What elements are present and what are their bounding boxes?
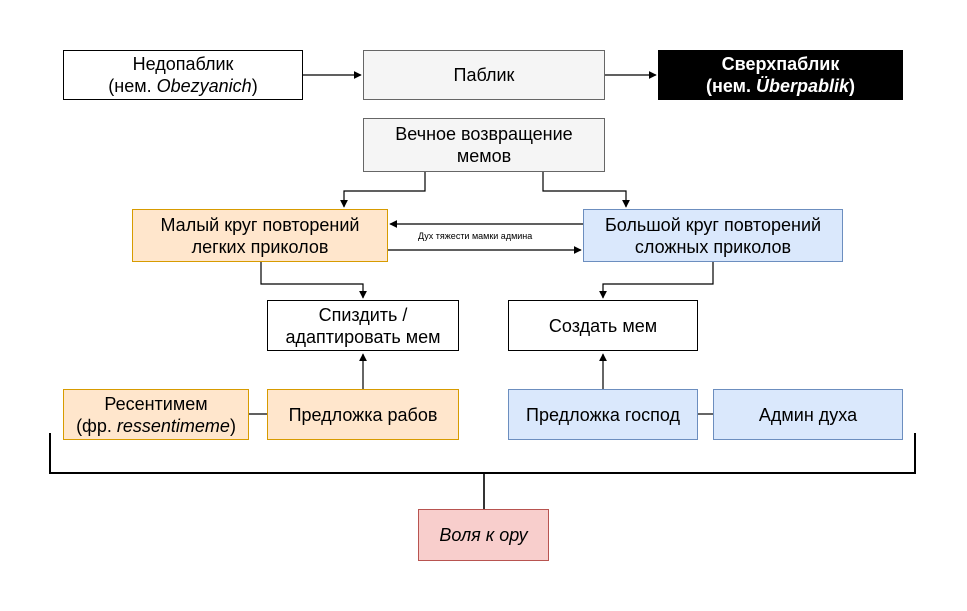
node-slaves-offer[interactable]: Предложка рабов <box>267 389 459 440</box>
edge-label-spirit-of-gravity: Дух тяжести мамки админа <box>416 231 535 241</box>
node-steal[interactable]: Спиздить / адаптировать мем <box>267 300 459 351</box>
edge-eternal-big <box>542 172 630 208</box>
node-eternal-return-line1: Вечное возвращение <box>395 124 573 144</box>
node-eternal-return-line2: мемов <box>456 146 512 166</box>
node-nedopablik-subtitle: (нем. Obezyanich) <box>108 76 258 96</box>
node-resentimem-title: Ресентимем <box>104 393 208 414</box>
node-sverhpablik-subtitle: (нем. Überpablik) <box>706 76 855 96</box>
node-steal-line2: адаптировать мем <box>285 326 441 347</box>
bracket <box>49 433 916 474</box>
node-create-label: Создать мем <box>548 315 658 336</box>
node-big-circle[interactable]: Большой круг повторений сложных приколов <box>583 209 843 262</box>
node-big-circle-line1: Большой круг повторений <box>604 214 822 235</box>
node-masters-offer[interactable]: Предложка господ <box>508 389 698 440</box>
node-small-circle-line2: легких приколов <box>191 236 329 257</box>
node-small-circle[interactable]: Малый круг повторений легких приколов <box>132 209 388 262</box>
node-will-to-laugh-label: Воля к ору <box>439 525 528 545</box>
node-resentimem[interactable]: Ресентимем (фр. ressentimeme) <box>63 389 249 440</box>
node-will-to-laugh[interactable]: Воля к ору <box>418 509 549 561</box>
node-nedopablik[interactable]: Недопаблик (нем. Obezyanich) <box>63 50 303 100</box>
edge-small-steal <box>260 262 367 299</box>
node-admin-spirit[interactable]: Админ духа <box>713 389 903 440</box>
node-big-circle-line2: сложных приколов <box>634 236 792 257</box>
node-resentimem-subtitle: (фр. ressentimeme) <box>76 415 236 436</box>
node-sverhpablik[interactable]: Сверхпаблик (нем. Überpablik) <box>658 50 903 100</box>
node-admin-spirit-label: Админ духа <box>758 404 858 425</box>
node-sverhpablik-title: Сверхпаблик <box>721 54 840 74</box>
node-small-circle-line1: Малый круг повторений <box>160 214 360 235</box>
node-pablik[interactable]: Паблик <box>363 50 605 100</box>
node-steal-line1: Спиздить / <box>318 304 408 325</box>
node-eternal-return[interactable]: Вечное возвращение мемов <box>363 118 605 172</box>
node-create[interactable]: Создать мем <box>508 300 698 351</box>
node-pablik-label: Паблик <box>453 65 515 85</box>
edge-eternal-small <box>340 172 426 208</box>
edge-big-create <box>599 262 714 299</box>
node-slaves-offer-label: Предложка рабов <box>288 404 438 425</box>
node-masters-offer-label: Предложка господ <box>526 404 680 425</box>
node-nedopablik-title: Недопаблик <box>132 54 234 74</box>
